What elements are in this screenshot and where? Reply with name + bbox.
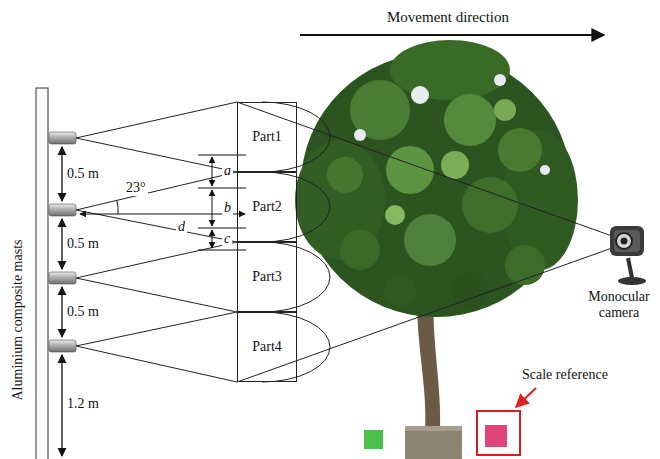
sensor-rays bbox=[76, 102, 237, 382]
monocular-camera bbox=[610, 226, 646, 285]
mast bbox=[36, 88, 48, 459]
part-box: Part4 bbox=[237, 312, 297, 382]
dimension-label: 0.5 m bbox=[67, 304, 99, 320]
overlap-dims bbox=[80, 155, 246, 250]
part-box: Part2 bbox=[237, 172, 297, 242]
angle-label: 23° bbox=[124, 180, 148, 196]
dimension-letter: c bbox=[222, 231, 232, 247]
direction-label: Movement direction bbox=[387, 9, 509, 25]
movement-arrow bbox=[300, 34, 604, 36]
camera-rays bbox=[237, 102, 612, 382]
dimension-label: 1.2 m bbox=[67, 396, 99, 412]
part-box: Part1 bbox=[237, 102, 297, 172]
scale-frame bbox=[477, 411, 520, 455]
part-label: Part1 bbox=[252, 129, 282, 171]
part-label: Part2 bbox=[252, 199, 282, 241]
dimension-letter: a bbox=[222, 163, 233, 179]
dimension-label: 0.5 m bbox=[67, 166, 99, 182]
mast-label: Aluminium composite masts bbox=[9, 240, 25, 401]
dimension-label: 0.5 m bbox=[67, 236, 99, 252]
tree bbox=[295, 40, 578, 459]
callout-label: Scale reference bbox=[522, 367, 608, 383]
spacing-dims bbox=[61, 147, 62, 456]
green-marker bbox=[364, 430, 383, 449]
scale-marker bbox=[485, 425, 507, 447]
part-label: Part3 bbox=[252, 269, 282, 311]
part-label: Part4 bbox=[252, 339, 282, 381]
part-box: Part3 bbox=[237, 242, 297, 312]
dimension-letter: d bbox=[176, 219, 187, 235]
camera-label: Monocular camera bbox=[577, 289, 660, 321]
leader-arrow bbox=[516, 388, 536, 407]
dimension-letter: b bbox=[222, 200, 233, 216]
